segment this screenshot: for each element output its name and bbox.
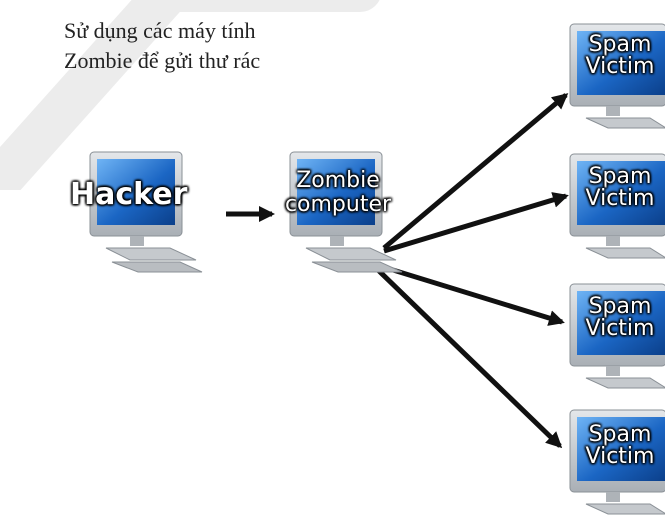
victim-3-label-line-2: Victim [585, 316, 655, 341]
caption-line-2: Zombie để gửi thư rác [64, 48, 261, 73]
zombie-computer: Zombie computer [284, 150, 404, 280]
monitor-icon [569, 283, 665, 389]
monitor-icon [569, 153, 665, 259]
victim-4-label-line-2: Victim [585, 444, 655, 469]
victim-1-label-line-2: Victim [585, 54, 655, 79]
zombie-label-line-1: Zombie [296, 168, 380, 193]
victim-4-label-line-1: Spam [588, 422, 652, 447]
zombie-label-line-2: computer [284, 192, 392, 217]
hacker-label: Hacker [70, 177, 188, 212]
spam-victim-2: Spam Victim [566, 152, 665, 272]
spam-victim-3: Spam Victim [566, 282, 665, 402]
victim-1-label-line-1: Spam [588, 32, 652, 57]
diagram-caption: Sử dụng các máy tính Zombie để gửi thư r… [64, 16, 260, 76]
monitor-icon [569, 409, 665, 515]
arrow-zombie-to-victim-4 [376, 268, 563, 449]
spam-victim-4: Spam Victim [566, 408, 665, 528]
victim-2-label-line-1: Spam [588, 164, 652, 189]
monitor-icon [89, 151, 203, 273]
monitor-icon [289, 151, 403, 273]
arrow-zombie-to-victim-2 [383, 192, 569, 254]
victim-2-label-line-2: Victim [585, 186, 655, 211]
arrow-zombie-to-victim-1 [382, 93, 569, 250]
caption-line-1: Sử dụng các máy tính [64, 18, 256, 43]
victim-3-label-line-1: Spam [588, 294, 652, 319]
spam-victim-1: Spam Victim [566, 22, 665, 142]
arrow-zombie-to-victim-3 [379, 263, 565, 326]
monitor-icon [569, 23, 665, 129]
hacker-computer: Hacker [70, 150, 204, 280]
